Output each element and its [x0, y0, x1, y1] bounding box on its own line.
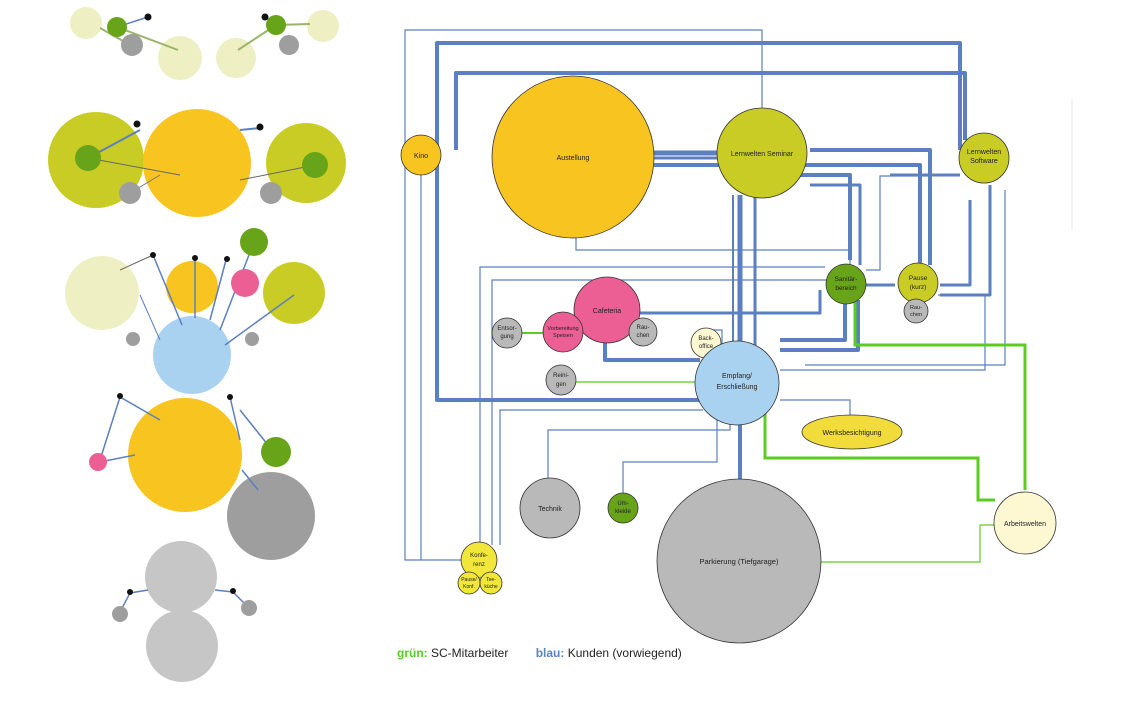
node-arbeitswelten: Arbeitswelten — [993, 491, 1057, 555]
sketch-panel — [48, 7, 346, 682]
svg-text:Lernwelten Seminar: Lernwelten Seminar — [731, 151, 794, 158]
node-entsorgung: Entsor- gung — [491, 317, 523, 349]
svg-text:Konfe-: Konfe- — [470, 553, 488, 559]
node-rauchen-cafeteria: Rau- chen — [628, 317, 658, 347]
svg-text:gen: gen — [556, 382, 566, 388]
svg-text:Konf.: Konf. — [463, 584, 475, 590]
node-ausstellung: Austellung — [491, 75, 655, 239]
node-kino: Kino — [400, 134, 442, 176]
svg-text:Arbeitswelten: Arbeitswelten — [1004, 521, 1046, 528]
svg-text:Cafeteria: Cafeteria — [593, 308, 622, 315]
sketch-2 — [48, 109, 346, 217]
svg-text:Pause: Pause — [909, 275, 928, 282]
svg-text:gung: gung — [500, 334, 513, 340]
svg-text:Um-: Um- — [617, 501, 628, 507]
node-pause-konferenz: Pause/ Konf. — [457, 571, 481, 595]
svg-text:renz: renz — [473, 562, 485, 568]
legend-green-term: grün: — [397, 646, 428, 660]
node-lernwelten-software: Lernwelten Software — [958, 132, 1010, 184]
node-pause-kurz: Pause (kurz) — [897, 262, 939, 304]
svg-text:office: office — [699, 344, 714, 350]
connections-thick-blue — [435, 41, 992, 480]
node-lernwelten-seminar: Lernwelten Seminar — [716, 107, 808, 199]
svg-text:bereich: bereich — [835, 285, 857, 292]
svg-text:Empfang/: Empfang/ — [722, 373, 752, 380]
svg-text:Reini-: Reini- — [553, 373, 569, 379]
node-sanitaerbereich: Sanitär- bereich — [825, 263, 867, 305]
svg-text:chen: chen — [636, 333, 649, 339]
node-empfang-erschliessung: Empfang/ Erschließung — [694, 340, 780, 426]
node-umkleide: Um- kleide — [607, 492, 639, 524]
sketch-4 — [89, 393, 315, 560]
svg-text:Lernwelten: Lernwelten — [967, 149, 1001, 156]
svg-text:küche: küche — [484, 584, 498, 590]
sketch-1 — [70, 7, 339, 80]
svg-text:Pause/: Pause/ — [461, 577, 477, 583]
node-technik: Technik — [519, 477, 581, 539]
legend-blue-text: Kunden (vorwiegend) — [567, 646, 682, 660]
svg-text:Speisen: Speisen — [553, 333, 573, 339]
svg-text:Kino: Kino — [414, 153, 428, 160]
svg-text:Technik: Technik — [538, 506, 562, 513]
node-teekueche: Tee- küche — [479, 571, 503, 595]
svg-text:kleide: kleide — [615, 509, 631, 515]
svg-text:Entsor-: Entsor- — [497, 326, 516, 332]
sketch-5 — [112, 541, 257, 682]
node-vorbereitung-speisen: Vorbereitung Speisen — [542, 311, 584, 353]
legend-blue-term: blau: — [535, 646, 565, 660]
node-rauchen-pause: Rau- chen — [903, 298, 929, 324]
node-parkierung: Parkierung (Tiefgarage) — [656, 478, 822, 644]
sketch-3 — [65, 228, 325, 394]
svg-text:Vorbereitung: Vorbereitung — [547, 326, 578, 332]
svg-text:Rau-: Rau- — [910, 305, 922, 311]
legend: grün: SC-Mitarbeiter blau: Kunden (vorwi… — [397, 646, 682, 660]
svg-text:Parkierung (Tiefgarage): Parkierung (Tiefgarage) — [700, 557, 779, 566]
svg-text:Austellung: Austellung — [557, 155, 590, 162]
svg-text:Software: Software — [970, 158, 998, 165]
svg-text:Back-: Back- — [698, 336, 713, 342]
svg-text:Tee-: Tee- — [486, 577, 496, 583]
svg-text:Werksbesichtigung: Werksbesichtigung — [822, 430, 881, 437]
svg-text:Rau-: Rau- — [636, 325, 649, 331]
node-reinigen: Reini- gen — [545, 364, 577, 396]
connections-green — [515, 300, 1027, 563]
node-werksbesichtigung: Werksbesichtigung — [801, 414, 903, 450]
svg-text:Sanitär-: Sanitär- — [835, 276, 858, 283]
svg-text:Erschließung: Erschließung — [717, 384, 758, 391]
legend-green-text: SC-Mitarbeiter — [431, 646, 509, 660]
svg-text:(kurz): (kurz) — [910, 284, 927, 291]
node-cafeteria: Cafeteria — [573, 276, 641, 344]
svg-text:chen: chen — [910, 312, 922, 318]
